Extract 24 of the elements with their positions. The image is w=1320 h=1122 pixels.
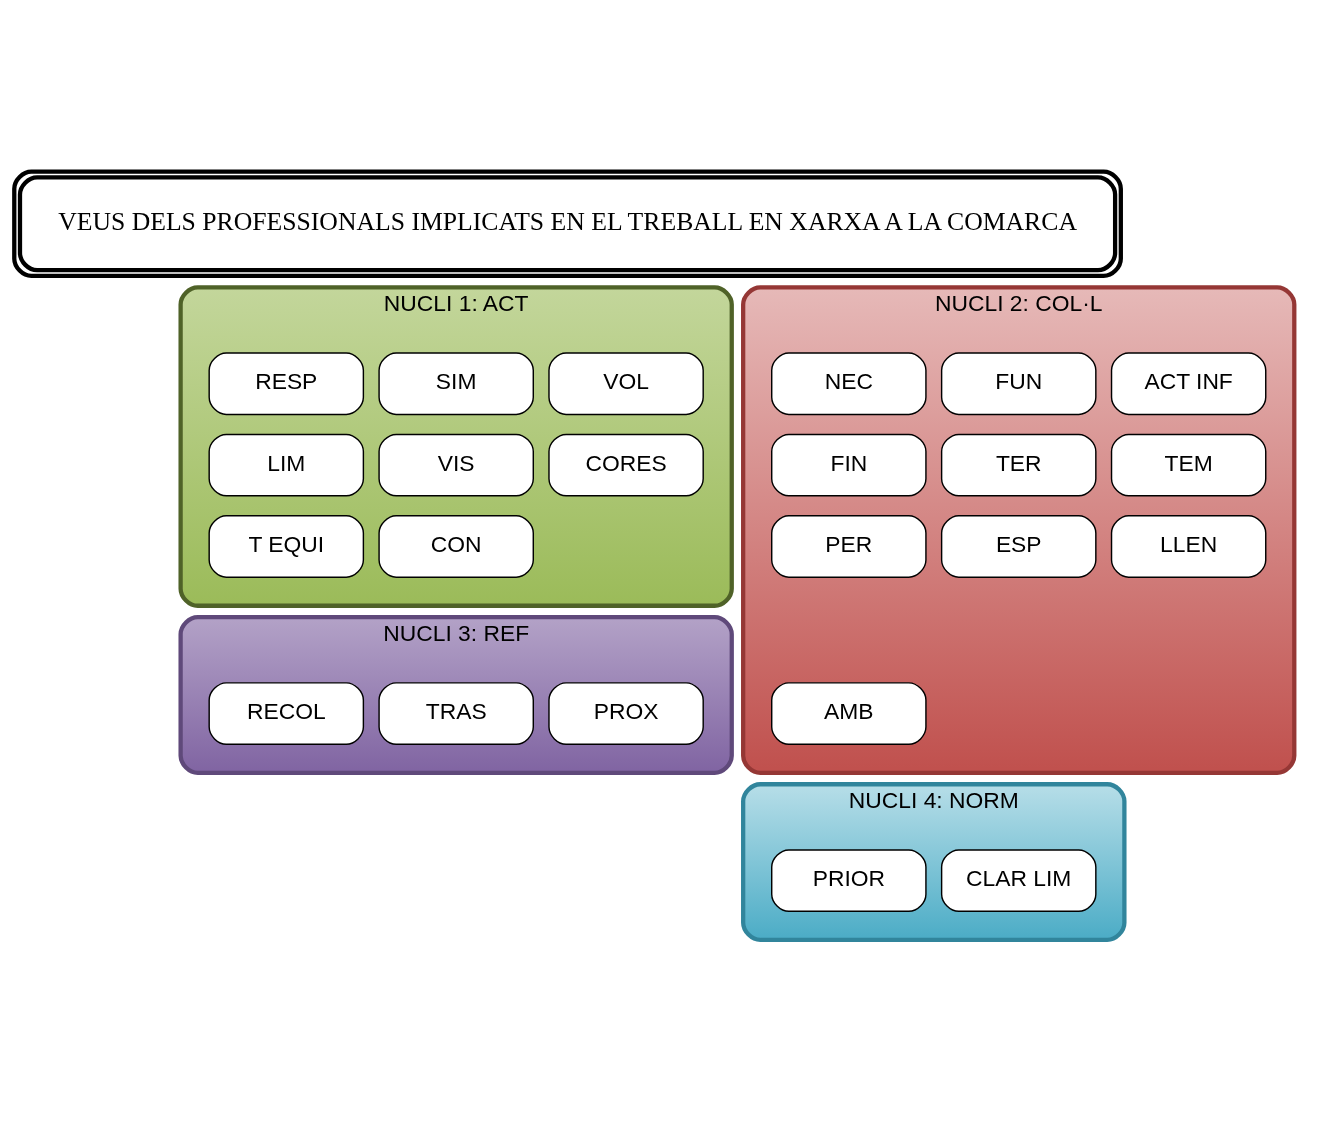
node-box: VOL xyxy=(548,351,704,415)
node-box: AMB xyxy=(771,681,927,745)
node-box: T EQUI xyxy=(208,514,365,578)
node-box: FIN xyxy=(771,433,927,497)
node-box: SIM xyxy=(378,351,534,415)
node-box: TRAS xyxy=(378,681,534,745)
node-box: FUN xyxy=(940,351,1097,415)
node-box: CON xyxy=(378,514,534,578)
node-box: LLEN xyxy=(1110,514,1267,578)
node-box: PER xyxy=(771,514,927,578)
node-box: NEC xyxy=(771,351,927,415)
node-box: PRIOR xyxy=(771,848,927,912)
node-box: LIM xyxy=(208,433,365,497)
node-box: RECOL xyxy=(208,681,365,745)
node-box: ESP xyxy=(940,514,1097,578)
node-box: RESP xyxy=(208,351,365,415)
node-box: VIS xyxy=(378,433,534,497)
node-box: VEUS DELS PROFESSIONALS IMPLICATS EN EL TREBALL EN XARXA A LA COMARCA xyxy=(12,169,1123,278)
node-box: ACT INF xyxy=(1110,351,1267,415)
node-box: TEM xyxy=(1110,433,1267,497)
node-box: CLAR LIM xyxy=(940,848,1097,912)
node-box: CORES xyxy=(548,433,704,497)
node-box: PROX xyxy=(548,681,704,745)
node-box: TER xyxy=(940,433,1097,497)
